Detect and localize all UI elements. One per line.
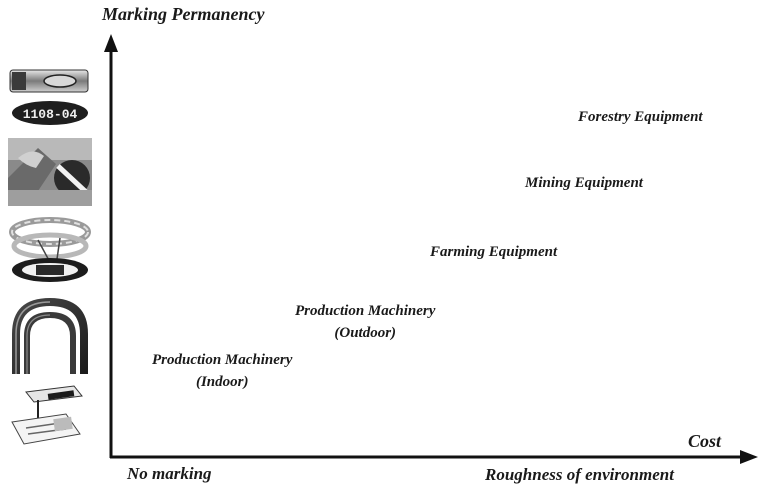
category-forestry: Forestry Equipment [578, 106, 703, 128]
category-line: (Outdoor) [334, 325, 397, 341]
category-line: Forestry Equipment [578, 109, 703, 125]
y-axis-title: Marking Permanency [102, 4, 265, 24]
category-mining: Mining Equipment [525, 172, 643, 194]
ring-marking-photo [9, 217, 91, 282]
category-line: Production Machinery [295, 303, 436, 319]
x-axis-arrowhead [740, 450, 758, 464]
x-axis-title: Roughness of environment [485, 465, 674, 484]
paper-label-photo [11, 385, 83, 445]
category-line: (Indoor) [195, 374, 249, 390]
category-farming: Farming Equipment [430, 241, 557, 263]
category-production-indoor: Production Machinery (Indoor) [152, 349, 292, 393]
origin-label: No marking [127, 464, 212, 483]
pipe-coil-photo [12, 298, 88, 374]
category-production-outdoor: Production Machinery (Outdoor) [295, 300, 435, 344]
plate-text: 1108-04 [23, 107, 78, 122]
category-line: Farming Equipment [430, 244, 558, 260]
category-line: Production Machinery [152, 352, 293, 368]
metal-tag-plate-photo: 1108-04 [9, 69, 89, 125]
worker-marking-photo [8, 138, 92, 206]
y-axis-arrowhead [104, 34, 118, 52]
category-line: Mining Equipment [525, 175, 643, 191]
x-axis-end-label: Cost [688, 431, 722, 451]
